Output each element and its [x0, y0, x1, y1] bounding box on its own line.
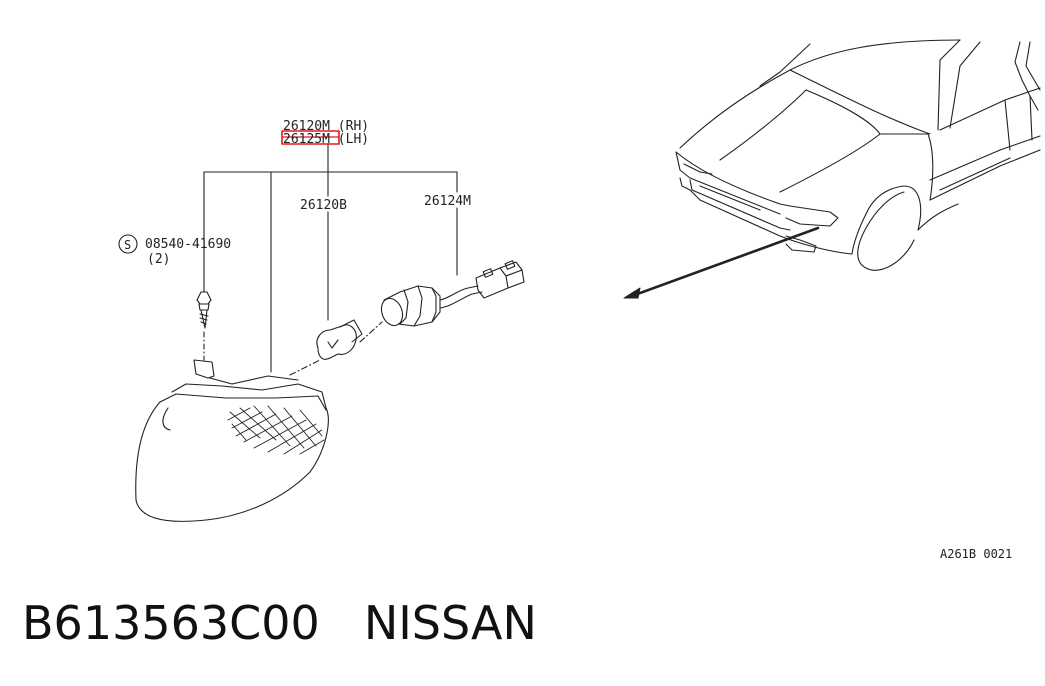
highlight-box — [281, 130, 340, 145]
pointer-arrow — [623, 226, 820, 299]
lamp-housing-graphic — [135, 359, 329, 522]
part-number-lh-label: 26125M (LH) — [283, 132, 369, 147]
screw-symbol-label: S — [124, 238, 131, 252]
footer-brand: NISSAN — [363, 596, 537, 650]
bulb-graphic — [316, 319, 363, 360]
socket-part-label: 26124M — [424, 194, 471, 209]
diagram-code-label: A261B 0021 — [940, 547, 1012, 561]
part-number-rh-label: 26120M (RH) — [283, 119, 369, 134]
screw-part-label: 08540-41690 — [145, 237, 231, 252]
footer-caption: B613563C00 NISSAN — [22, 596, 537, 650]
car-illustration — [675, 39, 1041, 271]
leader-lines — [203, 143, 458, 376]
screw-quantity-label: (2) — [147, 252, 170, 267]
footer-part-number: B613563C00 — [22, 596, 320, 650]
screw-graphic — [196, 291, 212, 329]
parts-diagram: 26120M (RH) 26125M (LH) 26120B 26124M S … — [118, 39, 1041, 561]
socket-graphic — [380, 260, 525, 327]
screw-symbol-circle — [118, 234, 138, 254]
bulb-part-label: 26120B — [300, 198, 347, 213]
